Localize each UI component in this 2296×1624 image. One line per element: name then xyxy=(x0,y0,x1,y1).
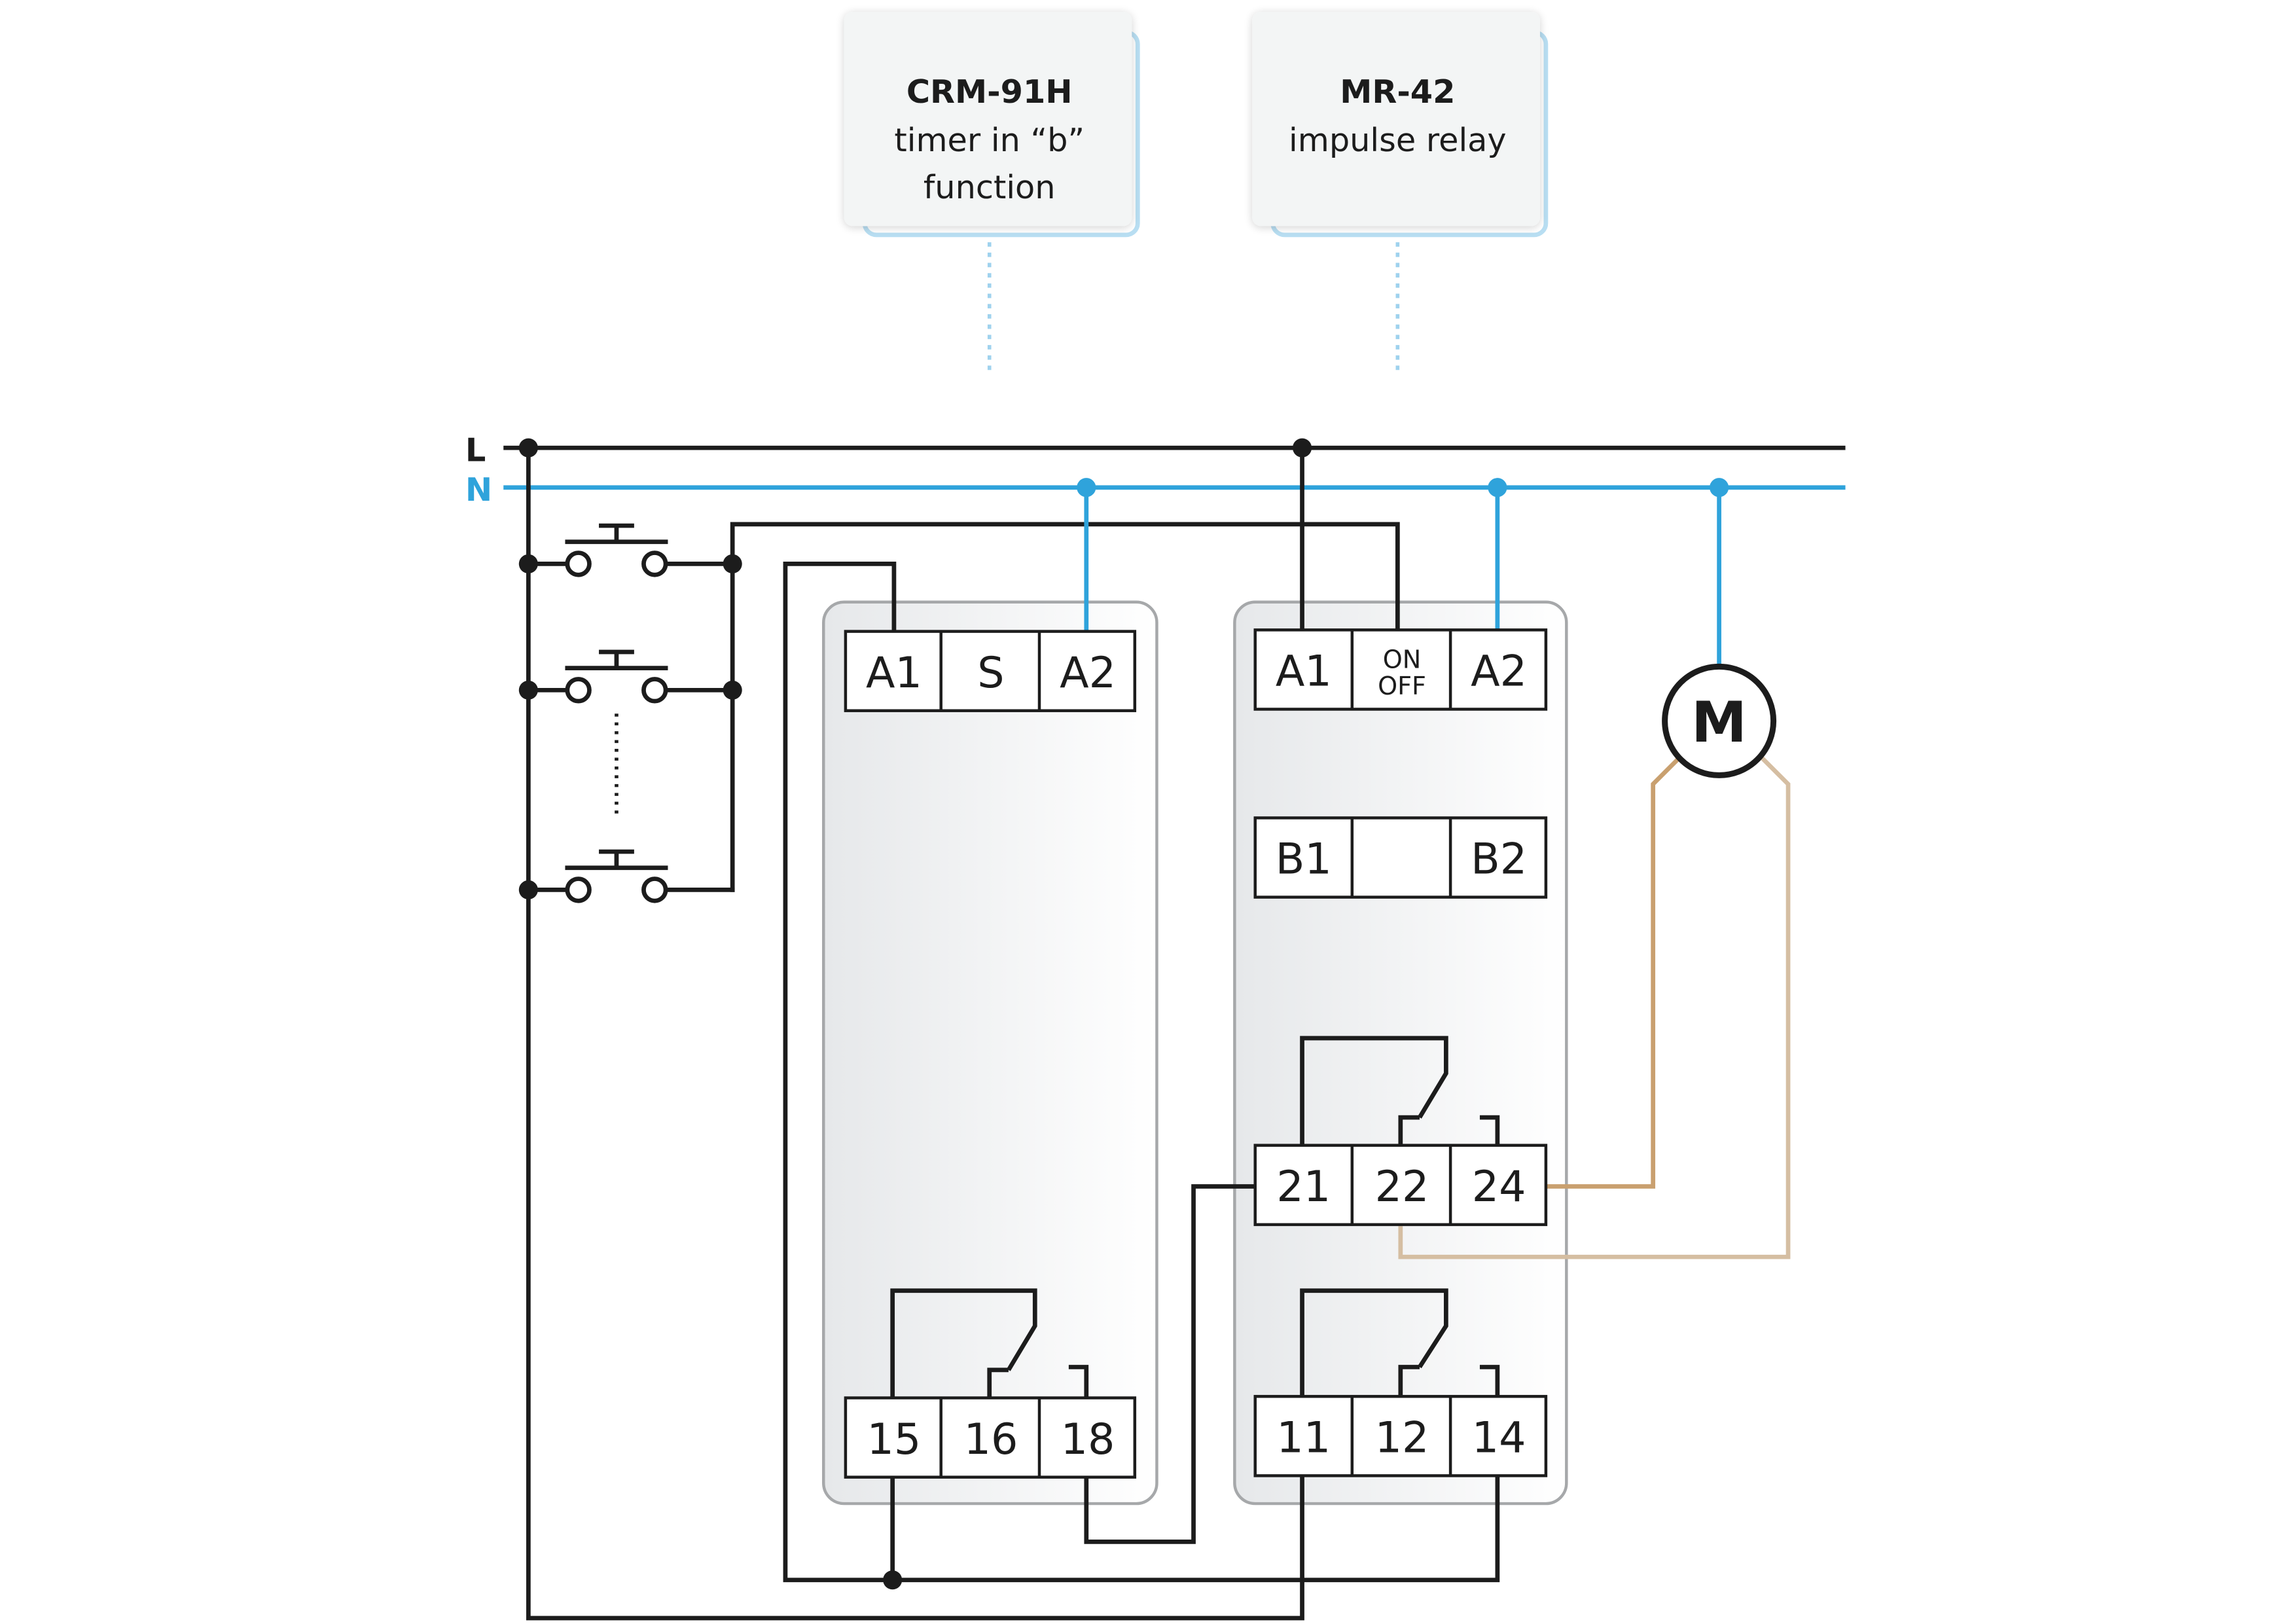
timer-terminal-18: 18 xyxy=(1061,1415,1115,1464)
relay-terminals-contact2: 21 22 24 xyxy=(1253,1144,1548,1227)
motor-wire-22 xyxy=(1398,756,1791,1259)
line-label: L xyxy=(465,431,486,469)
relay-terminals-top: A1 ON OFF A2 xyxy=(1253,628,1548,711)
push-button-2 xyxy=(565,649,668,704)
timer-model: CRM-91H xyxy=(906,73,1073,111)
relay-terminal-22: 22 xyxy=(1375,1163,1429,1212)
relay-terminals-contact1: 11 12 14 xyxy=(1253,1395,1548,1477)
supply-rails: L N xyxy=(465,431,1846,509)
relay-terminal-a1: A1 xyxy=(1276,647,1332,696)
relay-callout: MR-42 impulse relay xyxy=(1252,11,1549,376)
relay-terminal-14: 14 xyxy=(1472,1414,1526,1463)
push-button-1 xyxy=(565,523,668,577)
timer-desc-line2: function xyxy=(924,168,1056,206)
relay-terminal-a2: A2 xyxy=(1471,647,1527,696)
relay-terminal-b2: B2 xyxy=(1471,835,1527,884)
relay-desc-line1: impulse relay xyxy=(1289,121,1507,159)
timer-terminal-a1: A1 xyxy=(866,649,922,698)
timer-terminal-s: S xyxy=(977,649,1004,698)
timer-terminal-15: 15 xyxy=(867,1415,922,1464)
timer-terminals-bottom: 15 16 18 xyxy=(844,1396,1137,1479)
push-buttons xyxy=(565,523,668,903)
motor-wire-24 xyxy=(1545,756,1681,1189)
relay-terminal-21: 21 xyxy=(1276,1163,1331,1212)
contact-symbols xyxy=(890,1036,1500,1410)
relay-terminal-off: OFF xyxy=(1378,672,1426,700)
relay-terminals-b: B1 B2 xyxy=(1253,816,1548,899)
timer-terminal-a2: A2 xyxy=(1060,649,1116,698)
timer-terminal-16: 16 xyxy=(964,1415,1018,1464)
relay-terminal-on: ON xyxy=(1383,645,1422,674)
relay-terminal-b1: B1 xyxy=(1276,835,1332,884)
timer-module-body xyxy=(822,600,1158,1506)
relay-terminal-24: 24 xyxy=(1472,1163,1526,1212)
relay-model: MR-42 xyxy=(1340,73,1455,111)
timer-callout: CRM-91H timer in “b” function xyxy=(844,11,1140,376)
relay-terminal-12: 12 xyxy=(1375,1414,1429,1463)
neutral-label: N xyxy=(465,471,492,509)
black-wiring xyxy=(526,445,1500,1621)
motor-label: M xyxy=(1691,691,1747,755)
timer-desc-line1: timer in “b” xyxy=(894,121,1085,159)
motor-icon: M xyxy=(1662,663,1777,778)
junction-dots xyxy=(518,438,1729,1590)
timer-terminals-top: A1 S A2 xyxy=(844,630,1137,712)
neutral-wiring xyxy=(1084,487,1721,668)
push-button-n xyxy=(565,849,668,903)
relay-terminal-11: 11 xyxy=(1276,1414,1331,1463)
